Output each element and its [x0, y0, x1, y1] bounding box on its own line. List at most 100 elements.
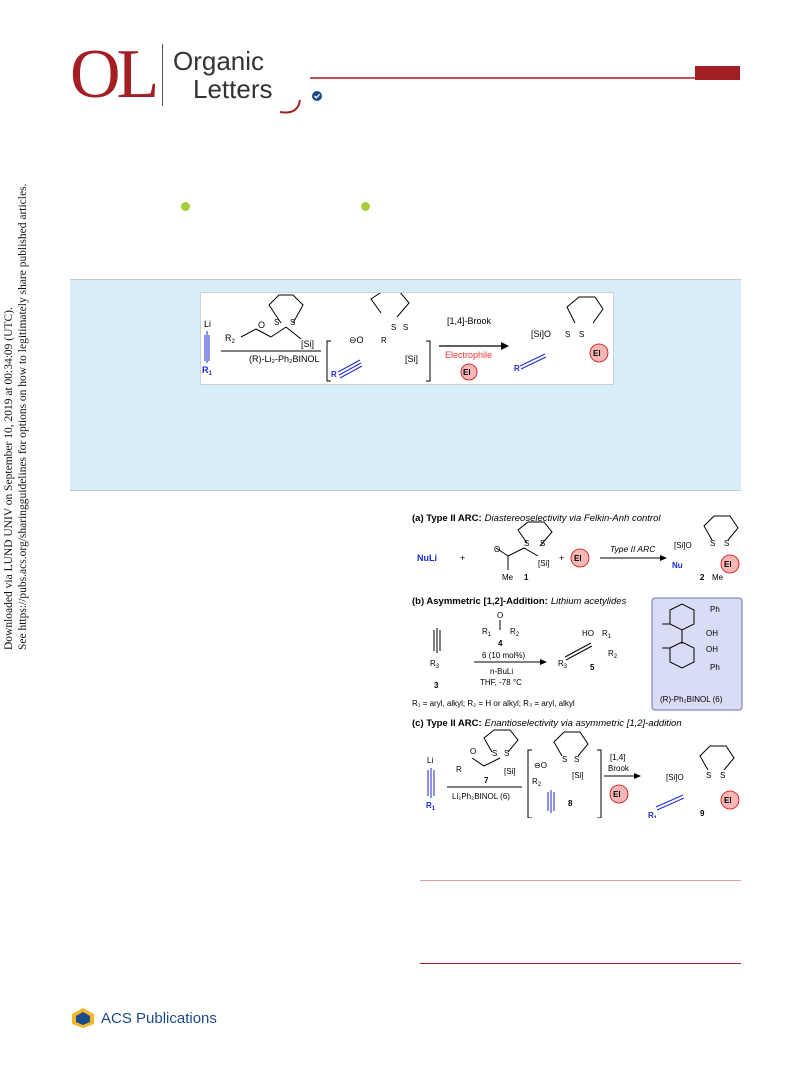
scheme-cond-b3: THF, -78 °C: [480, 678, 522, 687]
scheme-el: El: [574, 554, 582, 563]
scheme-s: S: [540, 539, 545, 548]
svg-text:(b) Asymmetric [1,2]-Addition:: (b) Asymmetric [1,2]-Addition:Lithium ac…: [412, 596, 627, 607]
scheme-c-title: (c) Type II ARC:: [412, 718, 482, 729]
scheme-arrow-a: Type II ARC: [610, 544, 656, 554]
scheme-r3-sub: 3: [436, 664, 440, 670]
acs-publications-text: ACS Publications: [101, 1009, 217, 1027]
scheme-s: S: [524, 539, 529, 548]
toc-si: [Si]: [405, 354, 418, 364]
toc-el: El: [593, 349, 601, 358]
scheme-el: El: [613, 790, 621, 799]
journal-name-line2: Letters: [193, 74, 273, 104]
scheme-ho: HO: [582, 629, 594, 638]
download-notice-line1: Downloaded via LUND UNIV on September 10…: [3, 307, 15, 650]
toc-o: O: [258, 320, 265, 330]
scheme-me: Me: [502, 573, 514, 582]
header-divider: [162, 44, 163, 106]
scheme-el: El: [724, 796, 732, 805]
journal-mark-text: OL: [70, 36, 159, 113]
scheme-cond-c: Li₂Ph₂BINOL (6): [452, 792, 510, 801]
scheme-figure: (a) Type II ARC:Diastereoselectivity via…: [412, 513, 743, 818]
scheme-cond-b1: 6 (10 mol%): [482, 651, 525, 660]
scheme-r1-label: R1: [482, 627, 492, 638]
toc-r2: R: [225, 333, 232, 343]
scheme-b-footnote: R₁ = aryl, alkyl; R₂ = H or alkyl; R₃ = …: [412, 699, 575, 708]
toc-s: S: [403, 323, 408, 332]
scheme-si: [Si]: [538, 559, 550, 568]
scheme-cmpd1: 1: [524, 573, 529, 582]
scheme-cmpd7: 7: [484, 776, 489, 785]
scheme-o: O: [494, 545, 500, 554]
toc-s: S: [290, 318, 295, 327]
scheme-r2-label: R2: [510, 627, 520, 638]
scheme-cmpd5: 5: [590, 663, 595, 672]
svg-text:R: R: [381, 336, 387, 345]
orcid-icon[interactable]: [181, 202, 190, 211]
toc-r1: R: [202, 365, 209, 375]
toc-si: [Si]: [301, 339, 314, 349]
journal-name-line1: Organic: [173, 46, 265, 76]
scheme-c-subtitle: Enantioselectivity via asymmetric [1,2]-…: [485, 718, 682, 729]
scheme-ph: Ph: [710, 605, 720, 614]
header-swoosh: [279, 66, 740, 114]
scheme-plus: +: [559, 553, 564, 563]
toc-sio: [Si]O: [531, 329, 551, 339]
scheme-s: S: [562, 755, 567, 764]
scheme-a-title: (a) Type II ARC:: [412, 513, 482, 524]
scheme-r1c: R1: [426, 801, 436, 812]
svg-text:R1: R1: [202, 365, 213, 377]
scheme-r2b-label: R2: [608, 649, 618, 660]
scheme-sio: [Si]O: [666, 773, 684, 782]
scheme-brook-c2: Brook: [608, 764, 630, 773]
svg-text:(c) Type II ARC:Enantioselecti: (c) Type II ARC:Enantioselectivity via a…: [412, 718, 682, 729]
scheme-brook-c1: [1,4]: [610, 753, 626, 762]
toc-s: S: [579, 330, 584, 339]
toc-electrophile: Electrophile: [445, 350, 492, 360]
toc-li: Li: [204, 319, 211, 329]
scheme-r: R: [456, 765, 462, 774]
scheme-s: S: [720, 771, 725, 780]
scheme-r3: R: [430, 659, 436, 668]
toc-alkoxide: ⊖O: [349, 335, 364, 345]
toc-el: El: [463, 368, 471, 377]
scheme-cmpd2: 2: [700, 573, 705, 582]
journal-name: Organic Letters: [173, 47, 273, 103]
scheme-cond-b2: n-BuLi: [490, 667, 513, 676]
scheme-plus: +: [460, 553, 465, 563]
scheme-s: S: [492, 749, 497, 758]
scheme-me: Me: [712, 573, 724, 582]
download-notice: Downloaded via LUND UNIV on September 10…: [2, 183, 42, 650]
orcid-icon[interactable]: [361, 202, 370, 211]
scheme-b-subtitle: Lithium acetylides: [551, 596, 627, 607]
toc-r1: R: [331, 370, 337, 379]
toc-brook: [1,4]-Brook: [447, 316, 492, 326]
svg-text:R2: R2: [225, 333, 236, 345]
scheme-b-title: (b) Asymmetric [1,2]-Addition:: [412, 596, 548, 607]
scheme-binol-label: (R)-Ph₂BINOL (6): [660, 695, 723, 704]
toc-scheme: Li R1 R2 O S S [Si] (R)-Li₂-Ph₂BINOL ⊖O …: [202, 290, 609, 382]
scheme-cmpd3: 3: [434, 681, 439, 690]
scheme-s: S: [724, 539, 729, 548]
scheme-a-subtitle: Diastereoselectivity via Felkin-Anh cont…: [485, 513, 662, 524]
scheme-o: O: [470, 747, 476, 756]
svg-text:R3: R3: [430, 659, 440, 670]
download-notice-line2: See https://pubs.acs.org/sharingguidelin…: [17, 183, 29, 650]
caption-rule-bottom: [420, 963, 741, 964]
scheme-ph: Ph: [710, 663, 720, 672]
scheme-sio: [Si]O: [674, 541, 692, 550]
scheme-s: S: [710, 539, 715, 548]
scheme-li: Li: [427, 756, 433, 765]
scheme-cmpd9: 9: [700, 809, 705, 818]
scheme-r2c: R2: [532, 777, 542, 788]
toc-r1-sub: 1: [209, 371, 213, 377]
scheme-s: S: [574, 755, 579, 764]
acs-publications-logo[interactable]: ACS Publications: [71, 1007, 217, 1029]
scheme-si: [Si]: [572, 771, 584, 780]
verified-badge-icon: [312, 91, 322, 101]
scheme-s: S: [504, 749, 509, 758]
scheme-nu: Nu: [672, 561, 683, 570]
scheme-cmpd4: 4: [498, 639, 503, 648]
toc-r1: R: [514, 364, 520, 373]
toc-r2-sub: 2: [232, 339, 236, 345]
toc-r2: R: [381, 336, 387, 345]
